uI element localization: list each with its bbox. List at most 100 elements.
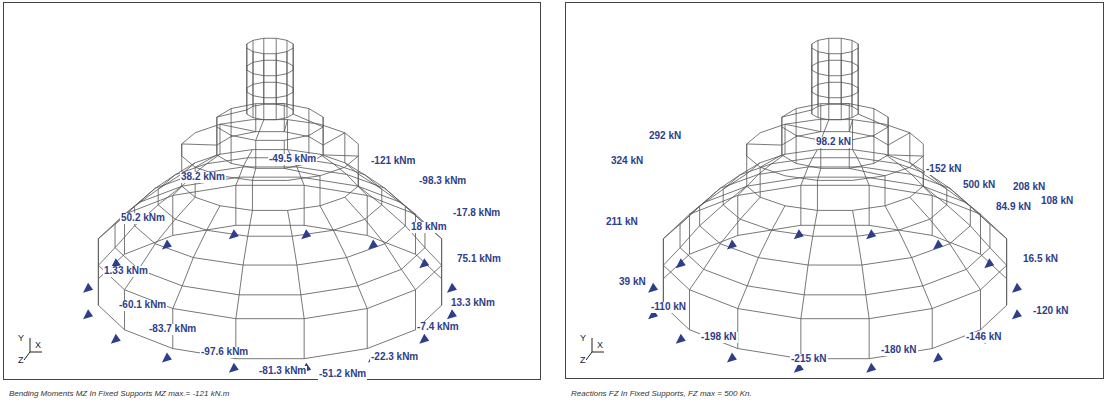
frame-member <box>923 186 947 205</box>
frame-member <box>252 149 287 150</box>
frame-member <box>812 114 818 118</box>
frame-member <box>785 124 821 131</box>
frame-member <box>813 157 857 158</box>
frame-member <box>182 156 195 167</box>
frame-member <box>323 117 324 145</box>
frame-member <box>909 133 910 163</box>
axis-letter: X <box>34 341 42 350</box>
frame-member <box>804 265 808 295</box>
frame-member <box>804 167 808 177</box>
frame-member <box>287 92 293 96</box>
frame-member <box>898 219 929 230</box>
frame-member <box>923 186 932 195</box>
frame-member <box>970 206 971 226</box>
frame-member <box>851 40 852 62</box>
frame-member <box>253 52 264 54</box>
frame-member <box>276 52 287 54</box>
frame-member <box>852 106 858 110</box>
frame-member <box>30 352 42 353</box>
frame-member <box>288 176 320 181</box>
frame-member <box>841 52 852 54</box>
frame-member <box>382 205 406 226</box>
frame-member <box>173 225 236 235</box>
frame-member <box>758 258 808 265</box>
frame-member <box>217 127 231 136</box>
frame-member <box>98 239 99 279</box>
frame-member <box>301 177 358 186</box>
frame-member <box>276 103 284 105</box>
frame-member <box>818 104 829 106</box>
frame-member <box>236 358 304 359</box>
frame-member <box>970 206 990 224</box>
frame-member <box>873 135 874 163</box>
frame-member <box>813 236 857 237</box>
frame-member <box>284 135 309 140</box>
frame-member <box>256 168 284 169</box>
frame-member <box>287 106 293 110</box>
support-value: 98.2 kN <box>815 137 852 148</box>
frame-member <box>247 106 253 110</box>
frame-member <box>782 110 812 117</box>
frame-member <box>345 133 358 144</box>
frame-member <box>720 219 740 244</box>
frame-member <box>829 60 841 61</box>
fixed-support <box>1012 309 1022 319</box>
support-value: -215 kN <box>790 354 828 365</box>
fixed-support <box>419 334 429 344</box>
support-value: -110 kN <box>650 302 687 313</box>
frame-member <box>782 137 796 146</box>
fixed-support <box>301 229 311 239</box>
frame-member <box>288 210 293 236</box>
frame-member <box>252 180 253 210</box>
frame-member <box>276 38 287 40</box>
support-value: -7.4 kNm <box>416 322 460 333</box>
frame-member <box>874 137 888 146</box>
frame-members <box>24 38 1022 372</box>
frame-member <box>182 144 217 145</box>
frame-member <box>358 186 382 205</box>
support-value: 84.9 kN <box>995 202 1032 213</box>
frame-member <box>869 185 870 225</box>
frame-member <box>243 265 297 266</box>
frame-member <box>980 290 981 330</box>
frame-member <box>365 175 385 188</box>
frame-member <box>358 186 367 195</box>
frame-member <box>853 176 885 181</box>
frame-member <box>760 167 785 176</box>
frame-member <box>287 40 293 44</box>
frame-member <box>264 60 276 61</box>
frame-member <box>304 349 367 359</box>
frame-member <box>220 120 252 125</box>
support-value: 18 kNm <box>410 222 448 233</box>
frame-member <box>416 265 442 290</box>
frame-member <box>946 189 947 205</box>
frame-member <box>284 120 287 132</box>
frame-member <box>950 226 971 244</box>
frame-member <box>182 258 193 286</box>
frame-member <box>841 118 852 120</box>
frame-member <box>818 118 829 120</box>
frame-member <box>323 133 345 145</box>
frame-member <box>885 167 910 176</box>
support-value: -146 kN <box>965 332 1003 343</box>
frame-member <box>813 210 818 236</box>
frame-member <box>256 103 284 104</box>
fixed-support <box>447 309 457 319</box>
frame-member <box>857 230 898 236</box>
frame-member <box>323 155 358 156</box>
fixed-support <box>984 258 994 268</box>
fixed-support <box>368 239 378 249</box>
frame-member <box>173 186 182 195</box>
frame-member <box>253 40 254 62</box>
frame-member <box>247 92 253 96</box>
fixed-support <box>933 353 943 363</box>
frame-member <box>760 155 782 167</box>
frame-member <box>852 70 858 74</box>
frame-member <box>182 186 195 197</box>
figure-caption: Bending Moments MZ In Fixed Supports MZ … <box>8 390 230 398</box>
frame-member <box>182 133 195 144</box>
frame-member <box>231 163 256 168</box>
frame-member <box>852 40 858 44</box>
frame-member <box>365 219 385 244</box>
support-value: 292 kN <box>648 131 682 142</box>
